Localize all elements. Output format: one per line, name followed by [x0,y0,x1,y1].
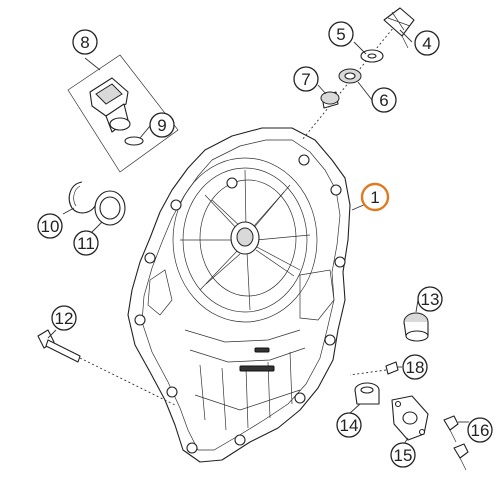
callout-18[interactable]: 18 [402,354,428,380]
svg-text:7: 7 [301,70,310,89]
cover-plug [403,312,429,342]
bushing [354,382,380,405]
callout-7[interactable]: 7 [293,66,319,92]
callout-12[interactable]: 12 [51,305,77,331]
small-bolt [349,361,399,376]
filler-plug-group [67,54,179,173]
callout-15[interactable]: 15 [390,442,416,468]
svg-text:14: 14 [340,416,359,435]
callouts: 1 4 5 6 7 8 9 10 [37,21,493,468]
svg-text:18: 18 [406,358,425,377]
svg-text:13: 13 [421,290,440,309]
callout-13[interactable]: 13 [417,286,443,312]
callout-14[interactable]: 14 [336,412,362,438]
callout-6[interactable]: 6 [371,87,397,113]
svg-text:4: 4 [422,34,431,53]
clutch-cover [127,127,351,463]
callout-16[interactable]: 16 [467,417,493,443]
callout-11[interactable]: 11 [73,230,99,256]
callout-5[interactable]: 5 [328,21,354,47]
svg-text:16: 16 [471,421,490,440]
svg-text:10: 10 [41,217,60,236]
long-bolt [37,329,176,406]
svg-text:12: 12 [55,309,74,328]
svg-text:1: 1 [370,188,379,207]
callout-1[interactable]: 1 [360,182,390,212]
seal-and-clip [68,181,126,226]
svg-text:15: 15 [394,446,413,465]
callout-9[interactable]: 9 [149,112,175,138]
svg-text:5: 5 [336,25,345,44]
svg-text:9: 9 [157,116,166,135]
svg-text:11: 11 [77,234,95,253]
shaft-bearing-group [301,7,415,141]
callout-10[interactable]: 10 [37,213,63,239]
callout-4[interactable]: 4 [414,30,440,56]
svg-text:8: 8 [80,33,89,52]
callout-8[interactable]: 8 [72,29,98,55]
gasket-plate [391,395,429,441]
svg-text:6: 6 [379,91,388,110]
screws [443,415,469,471]
